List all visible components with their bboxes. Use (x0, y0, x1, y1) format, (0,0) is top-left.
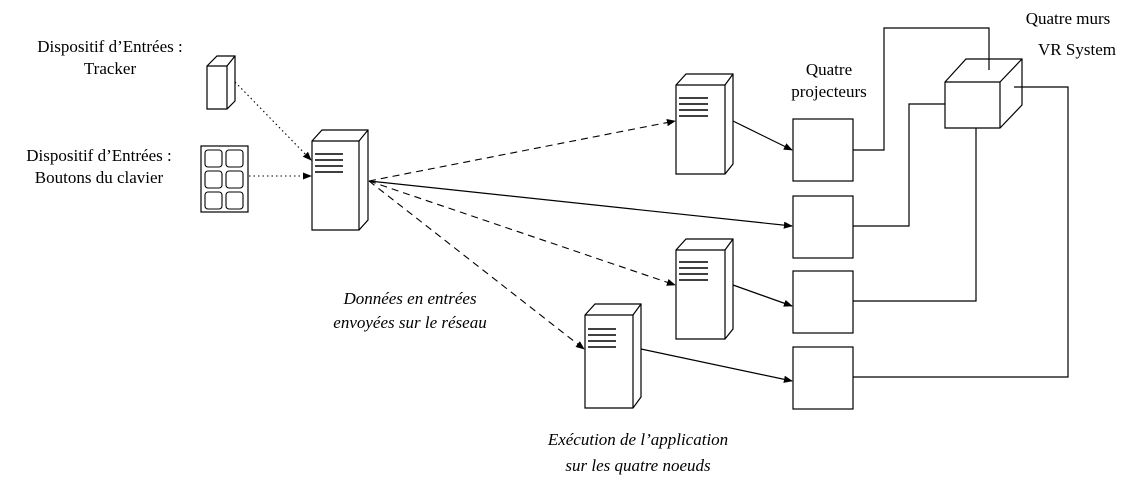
projector-3 (792, 270, 854, 334)
walls-label-line2: VR System (1038, 40, 1116, 59)
projector-3-cable (853, 128, 977, 302)
vr-system-cube-icon (944, 58, 1023, 129)
tracker-label-line2: Tracker (84, 59, 137, 78)
server-to-node-3-link (368, 180, 585, 350)
projector-4-cable (853, 86, 1069, 378)
server-to-node-1-link (368, 119, 676, 182)
projector-4 (792, 346, 854, 410)
node-1-to-projector-1-link (732, 120, 793, 151)
projectors-label-line1: Quatre (806, 60, 852, 79)
node-server-2-icon (675, 238, 734, 340)
server-to-projector-2-link (368, 180, 793, 229)
node-2-to-projector-3-link (732, 284, 793, 307)
central-server-icon (311, 129, 369, 231)
projectors-label-line2: projecteurs (791, 82, 867, 101)
node-server-3-icon (584, 303, 642, 409)
tracker-to-server-link (234, 81, 312, 161)
keyboard-buttons-icon (200, 145, 249, 213)
tracker-device-icon (206, 55, 236, 110)
server-to-node-2-link (368, 180, 676, 286)
tracker-label-line1: Dispositif d’Entrées : (37, 37, 182, 56)
projector-1-cable (853, 27, 990, 151)
node-3-to-projector-4-link (640, 348, 793, 383)
execution-caption-line1: Exécution de l’application (547, 430, 728, 449)
keyboard-label-line2: Boutons du clavier (35, 168, 164, 187)
network-caption-line1: Données en entrées (342, 289, 477, 308)
keyboard-label-line1: Dispositif d’Entrées : (26, 146, 171, 165)
projector-2 (792, 195, 854, 259)
network-caption-line2: envoyées sur le réseau (333, 313, 486, 332)
walls-label-line1: Quatre murs (1026, 9, 1111, 28)
node-server-1-icon (675, 73, 734, 175)
projector-1 (792, 118, 854, 182)
execution-caption-line2: sur les quatre noeuds (565, 456, 711, 475)
projector-2-cable (853, 103, 945, 227)
